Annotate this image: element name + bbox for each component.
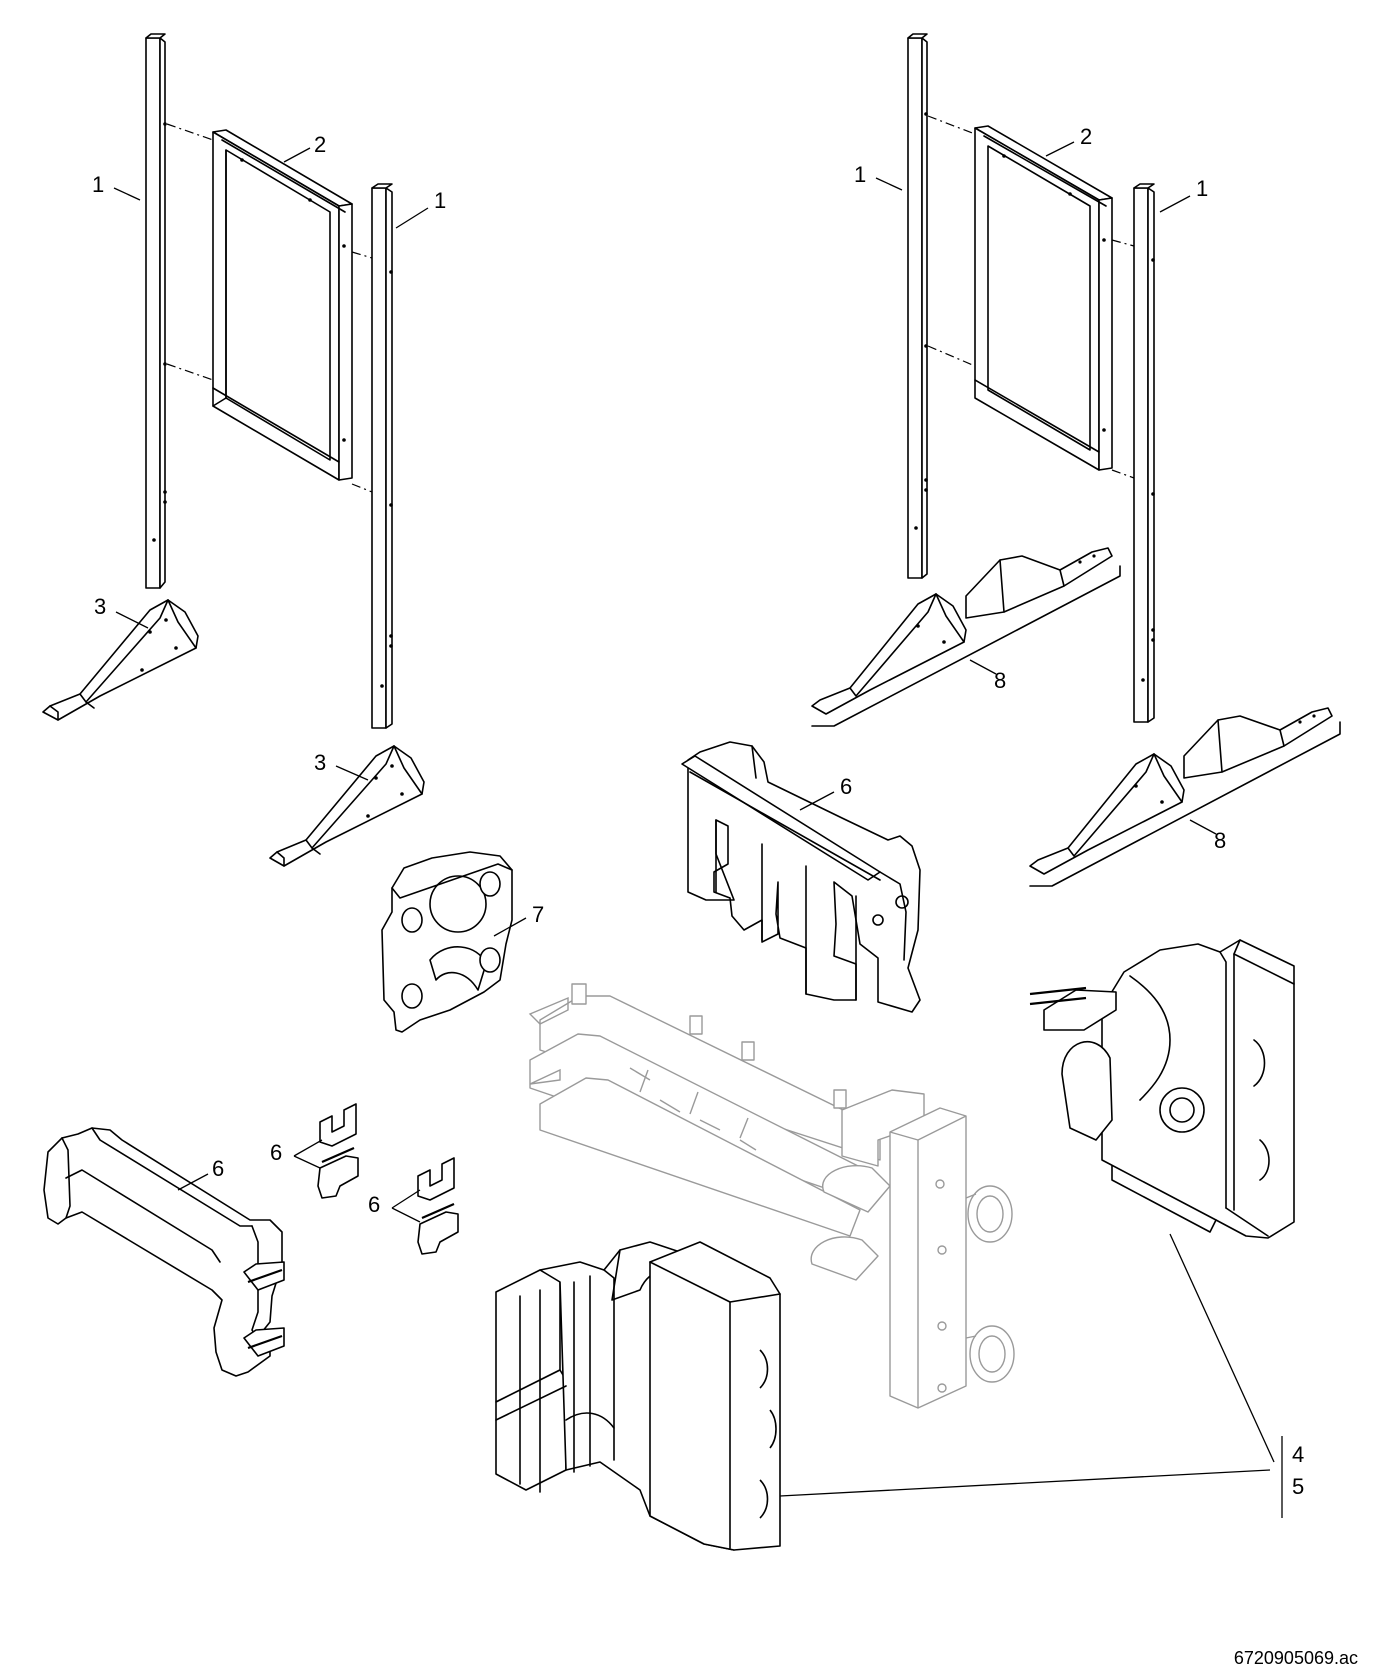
leader-lines xyxy=(113,141,1283,1518)
insulation-plate xyxy=(381,851,513,1033)
left-mounting-frame xyxy=(212,129,353,481)
callout-1-left-b: 1 xyxy=(434,188,446,213)
clip-a xyxy=(317,1103,359,1199)
left-foot-a xyxy=(42,599,199,721)
insulation-shell-right xyxy=(1029,939,1295,1239)
drawing-code: 6720905069.ac xyxy=(1234,1648,1358,1668)
callout-1-right-b: 1 xyxy=(1196,176,1208,201)
callout-3-a: 3 xyxy=(94,594,106,619)
callout-6-top: 6 xyxy=(840,774,852,799)
callout-2-left: 2 xyxy=(314,132,326,157)
callout-1-left-a: 1 xyxy=(92,172,104,197)
right-upright-post-a xyxy=(907,33,928,579)
insulation-shell-left xyxy=(43,1127,285,1377)
right-mounting-frame xyxy=(974,125,1113,471)
callout-7: 7 xyxy=(532,902,544,927)
left-upright-post-a xyxy=(145,33,167,589)
callout-3-b: 3 xyxy=(314,750,326,775)
right-frame-assembly xyxy=(907,33,1155,723)
callout-6-clip-b: 6 xyxy=(368,1192,380,1217)
insulation-top-part xyxy=(681,741,921,1013)
right-upright-post-b xyxy=(1133,183,1155,723)
right-foot-pair-lower xyxy=(1029,707,1341,887)
left-upright-post-b xyxy=(371,183,393,729)
heat-exchanger-manifold xyxy=(528,983,1015,1409)
callout-1-right-a: 1 xyxy=(854,162,866,187)
callout-6-left-shell: 6 xyxy=(212,1156,224,1181)
callout-8-upper: 8 xyxy=(994,668,1006,693)
callout-4: 4 xyxy=(1292,1442,1304,1467)
right-foot-pair-upper xyxy=(811,547,1121,727)
callout-6-clip-a: 6 xyxy=(270,1140,282,1165)
callout-5: 5 xyxy=(1292,1474,1304,1499)
left-frame-assembly xyxy=(145,33,393,729)
callout-2-right: 2 xyxy=(1080,124,1092,149)
left-foot-b xyxy=(269,745,425,867)
insulation-block-front xyxy=(495,1241,781,1551)
clip-b xyxy=(417,1157,459,1255)
callout-8-lower: 8 xyxy=(1214,828,1226,853)
callout-labels: 1 2 1 1 2 1 3 3 8 8 6 7 6 6 6 4 5 672090… xyxy=(92,124,1358,1668)
